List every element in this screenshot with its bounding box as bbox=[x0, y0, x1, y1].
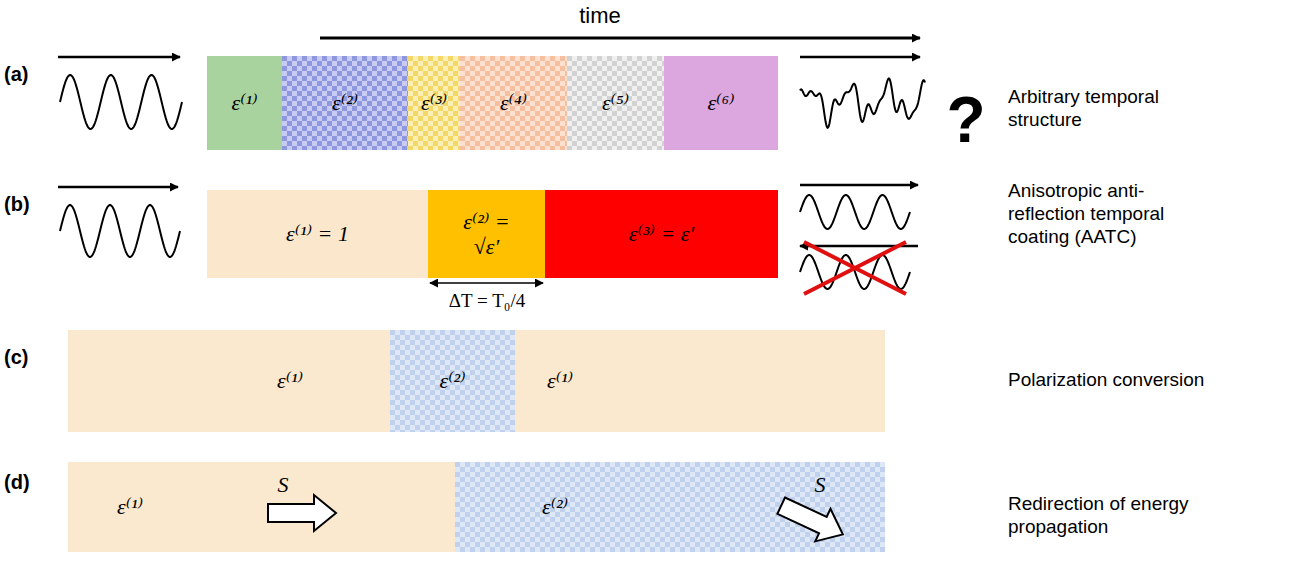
medium-box: ε⁽¹⁾ bbox=[207, 56, 282, 150]
dimension-label: ΔT = T₀/4 bbox=[449, 290, 525, 313]
panel-title: Arbitrary temporal structure bbox=[1008, 86, 1208, 132]
medium-box: ε⁽¹⁾ bbox=[515, 330, 885, 432]
permittivity-label: ε⁽⁶⁾ bbox=[707, 90, 734, 115]
output-arrow bbox=[800, 56, 920, 59]
medium-fill bbox=[428, 190, 545, 278]
medium-box: ε⁽⁶⁾ bbox=[664, 56, 778, 150]
permittivity-label: ε⁽¹⁾ bbox=[547, 368, 573, 393]
permittivity-label: ε⁽¹⁾ bbox=[277, 368, 303, 393]
panel-title: Polarization conversion bbox=[1008, 369, 1298, 392]
permittivity-label: ε⁽⁴⁾ bbox=[500, 90, 527, 115]
panel-label: (c) bbox=[4, 345, 28, 369]
permittivity-label: ε⁽²⁾ = √ε′ bbox=[454, 209, 520, 260]
medium-box: ε⁽³⁾ bbox=[408, 56, 460, 150]
medium-box: ε⁽³⁾ = ε′ bbox=[545, 190, 778, 278]
permittivity-label: ε⁽²⁾ bbox=[332, 90, 358, 115]
medium-fill bbox=[408, 56, 460, 150]
medium-fill bbox=[207, 56, 282, 150]
time-arrow bbox=[320, 37, 920, 40]
medium-fill bbox=[515, 330, 885, 432]
cross-mark bbox=[804, 242, 906, 294]
panel-label: (d) bbox=[4, 470, 30, 494]
medium-fill bbox=[68, 462, 455, 552]
medium-box: ε⁽¹⁾ bbox=[68, 462, 455, 552]
permittivity-label: ε⁽³⁾ = ε′ bbox=[629, 221, 694, 246]
medium-box: ε⁽²⁾ = √ε′ bbox=[428, 190, 545, 278]
permittivity-label: ε⁽¹⁾ = 1 bbox=[286, 221, 349, 246]
medium-box: ε⁽¹⁾ bbox=[68, 330, 390, 432]
medium-box: ε⁽⁴⁾ bbox=[460, 56, 567, 150]
medium-box: ε⁽¹⁾ = 1 bbox=[207, 190, 428, 278]
medium-fill bbox=[664, 56, 778, 150]
medium-fill bbox=[567, 56, 664, 150]
medium-fill bbox=[545, 190, 778, 278]
permittivity-label: ε⁽¹⁾ bbox=[117, 494, 143, 519]
medium-fill bbox=[68, 330, 390, 432]
sine-wave bbox=[60, 75, 182, 129]
permittivity-label: ε⁽³⁾ bbox=[421, 90, 447, 115]
panel-label: (b) bbox=[4, 192, 30, 216]
permittivity-label: ε⁽²⁾ bbox=[439, 368, 465, 393]
permittivity-label: ε⁽⁵⁾ bbox=[602, 90, 629, 115]
transmitted-arrow bbox=[800, 184, 918, 187]
permittivity-label: ε⁽²⁾ bbox=[542, 494, 568, 519]
medium-fill bbox=[460, 56, 567, 150]
medium-fill bbox=[68, 330, 390, 432]
duration-arrow bbox=[430, 282, 543, 284]
poynting-label: S bbox=[278, 472, 289, 498]
panel-title: Redirection of energy propagation bbox=[1008, 493, 1218, 539]
sine-wave bbox=[800, 255, 910, 289]
sine-wave bbox=[800, 195, 910, 229]
medium-fill bbox=[207, 190, 428, 278]
question-mark: ? bbox=[946, 82, 985, 159]
medium-box: ε⁽²⁾ bbox=[390, 330, 515, 432]
medium-box: ε⁽²⁾ bbox=[282, 56, 408, 150]
permittivity-label: ε⁽¹⁾ bbox=[231, 90, 257, 115]
cross-mark bbox=[804, 242, 906, 294]
panel-label: (a) bbox=[4, 62, 28, 86]
sine-wave bbox=[60, 205, 180, 257]
panel-title: Anisotropic anti-reflection temporal coa… bbox=[1008, 180, 1198, 248]
medium-box: ε⁽⁵⁾ bbox=[567, 56, 664, 150]
poynting-arrow bbox=[268, 495, 336, 531]
medium-fill bbox=[390, 330, 515, 432]
distorted-wave bbox=[800, 79, 925, 128]
medium-fill bbox=[282, 56, 408, 150]
incident-arrow bbox=[58, 56, 180, 59]
axis-label: time bbox=[579, 3, 621, 29]
poynting-label: S bbox=[815, 472, 826, 498]
medium-fill bbox=[455, 462, 885, 552]
incident-arrow bbox=[58, 186, 178, 189]
poynting-arrow bbox=[774, 489, 851, 550]
